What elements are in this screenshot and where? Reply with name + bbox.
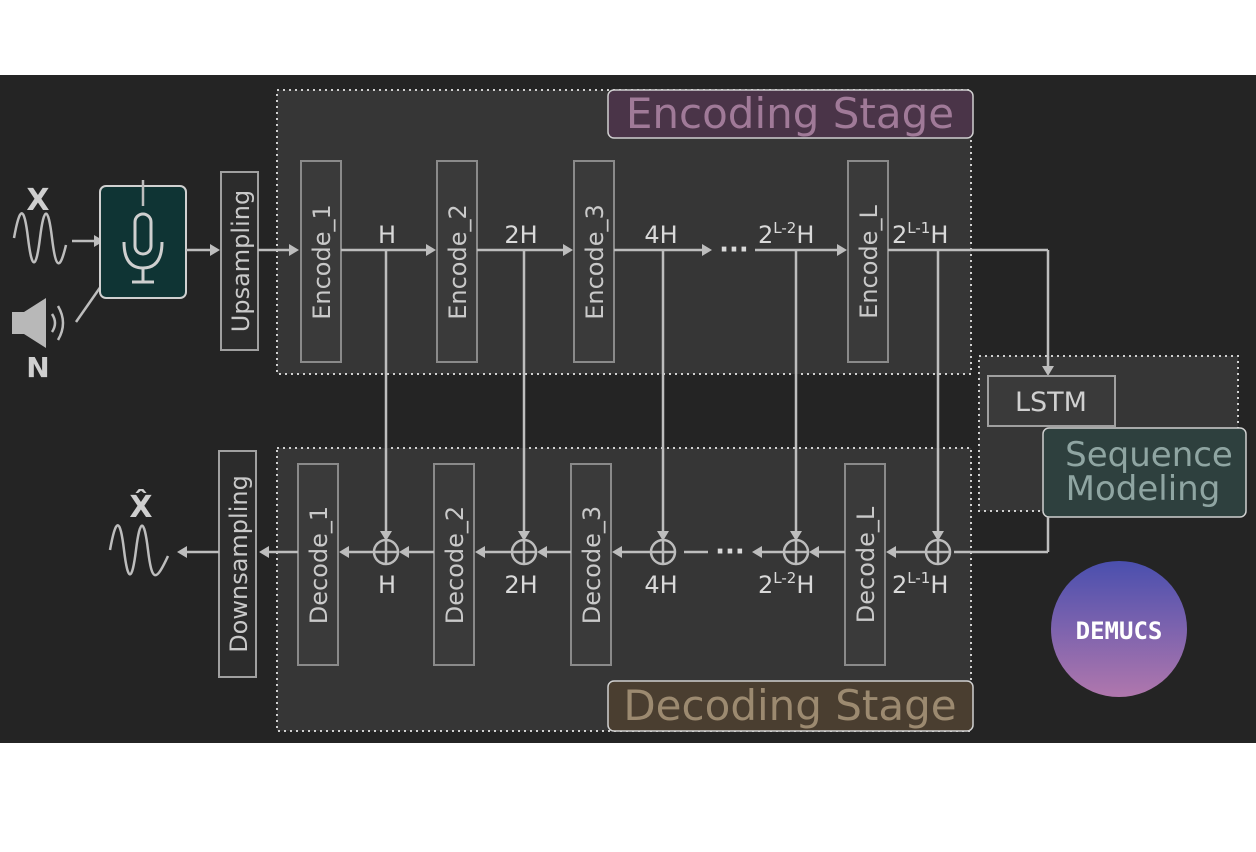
enc-channel-H: H xyxy=(378,221,396,249)
sum-node-1 xyxy=(372,538,400,566)
decoder-ellipsis: ··· xyxy=(715,537,745,567)
dec-channel-2L-2H: 2L-2H xyxy=(758,569,814,599)
dec-channel-4H: 4H xyxy=(644,571,677,599)
noise-signal-label: N xyxy=(26,351,49,384)
sum-node-3 xyxy=(649,538,677,566)
encoder-block-1 xyxy=(300,160,342,363)
downsampling-block xyxy=(218,450,257,678)
enc-channel-2H: 2H xyxy=(504,221,537,249)
demucs-logo xyxy=(1051,561,1187,697)
enc-channel-2L-1H: 2L-1H xyxy=(892,219,948,249)
decoder-label-L: Decode_L xyxy=(852,506,880,623)
upsampling-block xyxy=(220,171,259,351)
enc-channel-4H: 4H xyxy=(644,221,677,249)
decoder-label-2: Decode_2 xyxy=(441,506,469,624)
clean-signal-label: X xyxy=(26,183,49,218)
decoder-label-3: Decode_3 xyxy=(578,506,606,624)
dec-channel-2H: 2H xyxy=(504,571,537,599)
dec-channel-2L-1H: 2L-1H xyxy=(892,569,948,599)
sum-node-2 xyxy=(510,538,538,566)
encoder-block-L xyxy=(847,160,889,363)
encoding-stage-label-bg xyxy=(607,89,974,139)
output-signal-label: X̂ xyxy=(129,490,152,525)
output-waveform-icon xyxy=(108,524,170,577)
encoder-ellipsis: ··· xyxy=(719,235,749,265)
dec-channel-H: H xyxy=(378,571,396,599)
microphone-icon xyxy=(122,180,164,284)
speaker-icon xyxy=(12,298,65,348)
sum-node-L xyxy=(924,538,952,566)
encoder-label-2: Encode_2 xyxy=(444,204,472,320)
encoder-label-1: Encode_1 xyxy=(308,204,336,320)
enc-channel-2L-2H: 2L-2H xyxy=(758,219,814,249)
sequence-modeling-label-line2: Modeling xyxy=(1066,469,1221,509)
clean-waveform-icon xyxy=(12,212,68,265)
decoder-block-L xyxy=(844,463,886,666)
sequence-modeling-label-bg xyxy=(1042,427,1247,518)
decoding-stage-label: Decoding Stage xyxy=(623,681,956,730)
demucs-logo-text: DEMUCS xyxy=(1076,617,1163,645)
downsampling-label: Downsampling xyxy=(225,475,253,653)
decoder-label-1: Decode_1 xyxy=(305,506,333,624)
encoder-label-L: Encode_L xyxy=(855,205,883,319)
encoder-label-3: Encode_3 xyxy=(581,204,609,320)
encoder-block-2 xyxy=(436,160,478,363)
lstm-label: LSTM xyxy=(1015,387,1087,418)
upsampling-label: Upsampling xyxy=(227,190,255,332)
decoder-block-2 xyxy=(433,463,475,666)
sum-node-L-1 xyxy=(782,538,810,566)
sequence-modeling-label-line1: Sequence xyxy=(1065,435,1233,475)
decoder-block-3 xyxy=(570,463,612,666)
lstm-block xyxy=(987,375,1116,427)
encoding-stage-label: Encoding Stage xyxy=(626,89,954,138)
encoder-block-3 xyxy=(573,160,615,363)
decoder-block-1 xyxy=(297,463,339,666)
decoding-stage-label-bg xyxy=(607,680,974,732)
